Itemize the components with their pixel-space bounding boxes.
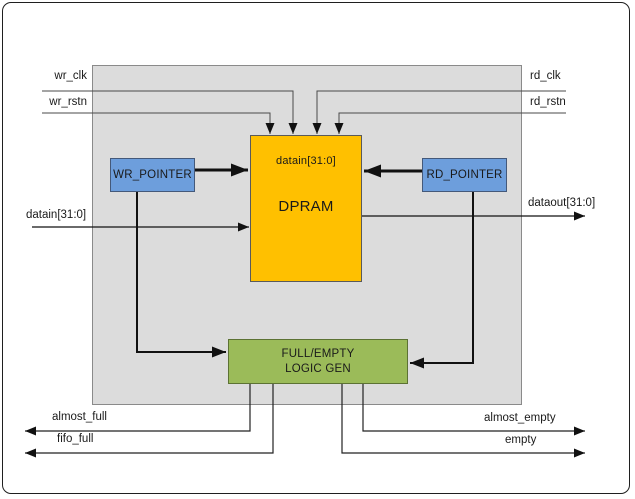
wr-rstn-label: wr_rstn [49, 96, 87, 108]
logic-label-line2: LOGIC GEN [285, 362, 351, 375]
full-empty-logic-block: FULL/EMPTY LOGIC GEN [228, 339, 408, 384]
empty-label: empty [505, 434, 537, 446]
almost-empty-label: almost_empty [484, 412, 556, 424]
dpram-block: datain[31:0] DPRAM [250, 135, 362, 282]
dataout-label: dataout[31:0] [528, 197, 596, 209]
rd-clk-label: rd_clk [530, 70, 561, 82]
logic-label-line1: FULL/EMPTY [281, 347, 355, 360]
rd-pointer-label: RD_POINTER [426, 169, 503, 181]
dpram-datain-port-label: datain[31:0] [276, 155, 336, 167]
wr-pointer-block: WR_POINTER [110, 158, 195, 192]
almost-full-label: almost_full [52, 411, 107, 423]
fifo-full-label: fifo_full [57, 433, 94, 445]
wr-clk-label: wr_clk [54, 70, 87, 82]
dpram-label: DPRAM [278, 198, 334, 215]
diagram-outer-frame [2, 2, 630, 494]
rd-rstn-label: rd_rstn [530, 96, 566, 108]
wr-pointer-label: WR_POINTER [113, 169, 192, 181]
datain-label: datain[31:0] [26, 209, 87, 221]
rd-pointer-block: RD_POINTER [422, 158, 507, 192]
